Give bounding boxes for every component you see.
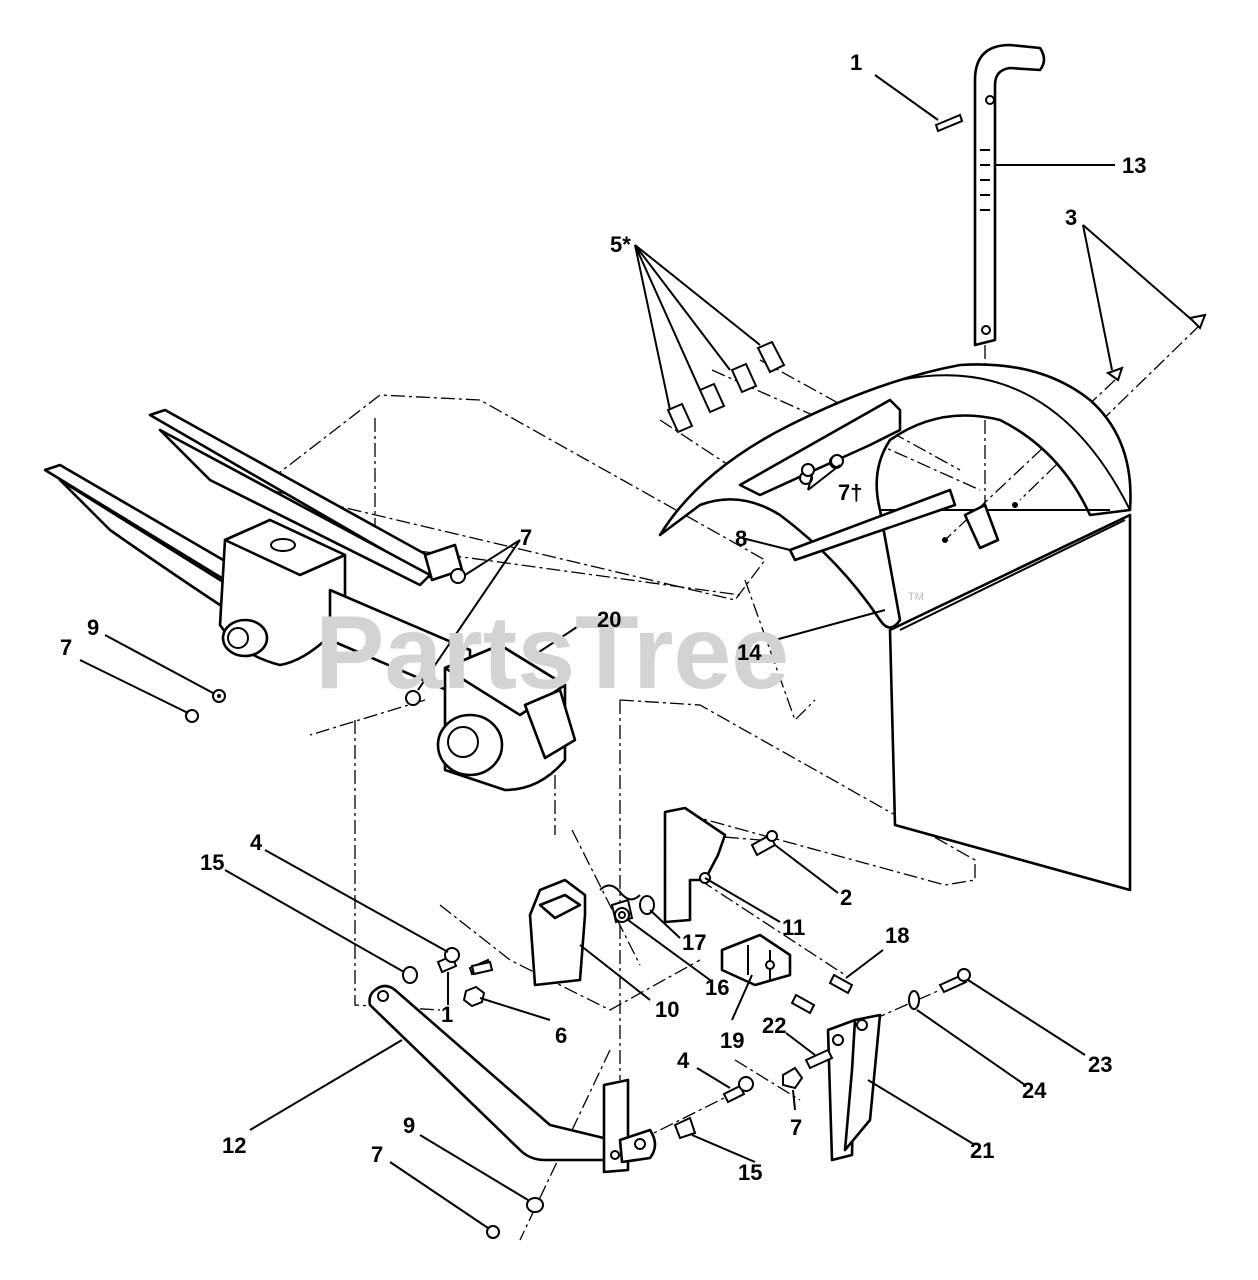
callout-5: 5* [610, 232, 631, 257]
callout-labels: 1 13 5* 3 7 7† 8 20 14 9 7 4 15 1 2 11 1… [60, 50, 1146, 1185]
washer-9-nut-7-bottom [486, 1197, 544, 1239]
callout-1-bottom: 1 [441, 1002, 453, 1027]
nut-6 [462, 985, 486, 1008]
spacer-15-bolt-4-bottom [673, 1076, 754, 1140]
callout-7-bottom-left: 7 [371, 1142, 383, 1167]
leader-lines [79, 74, 1193, 1229]
tine-hood-shield [658, 363, 1132, 892]
callout-23: 23 [1088, 1052, 1112, 1077]
callout-4-mid: 4 [250, 830, 263, 855]
watermark: PartsTree TM [315, 591, 924, 711]
callout-6: 6 [555, 1023, 567, 1048]
nuts-7-frame [185, 454, 844, 723]
callout-7-bottom-mid: 7 [790, 1115, 802, 1140]
callout-9-bottom: 9 [403, 1113, 415, 1138]
height-adjust-handle [973, 43, 1046, 347]
watermark-text: PartsTree [315, 595, 789, 711]
callout-7-left: 7 [60, 635, 72, 660]
pin-1-lower [470, 960, 494, 976]
gear-case-20 [436, 643, 577, 792]
callout-19: 19 [720, 1028, 744, 1053]
depth-bar-12 [368, 984, 657, 1174]
trademark-symbol: TM [908, 591, 924, 603]
callout-2: 2 [840, 885, 852, 910]
callout-1-top: 1 [850, 50, 862, 75]
transmission-housing [218, 518, 472, 702]
callout-24: 24 [1022, 1078, 1047, 1103]
pin-22-nut-7-bolt-23-washer-24 [782, 968, 971, 1090]
callout-7-top: 7 [520, 525, 532, 550]
bolts-3 [1105, 313, 1207, 382]
bolts-5 [666, 340, 786, 434]
bolt-2 [750, 830, 778, 857]
bracket-10 [528, 878, 587, 987]
callout-13: 13 [1122, 153, 1146, 178]
callout-7-dagger: 7† [838, 480, 862, 505]
callout-21: 21 [970, 1138, 994, 1163]
pin-1-top [934, 113, 964, 133]
callout-10: 10 [655, 997, 679, 1022]
callout-11: 11 [782, 915, 805, 940]
callout-15-mid: 15 [200, 850, 224, 875]
callout-18: 18 [885, 923, 909, 948]
depth-stake-21 [826, 1013, 882, 1162]
callout-9-left: 9 [87, 615, 99, 640]
callout-16: 16 [705, 975, 729, 1000]
callout-15-bottom: 15 [738, 1160, 762, 1185]
callout-4-bottom: 4 [677, 1048, 690, 1073]
spring-17 [599, 884, 641, 924]
callout-14: 14 [737, 640, 762, 665]
callout-17: 17 [682, 930, 706, 955]
callout-20: 20 [597, 607, 621, 632]
bracket-11 [663, 806, 727, 924]
callout-3: 3 [1065, 205, 1077, 230]
callout-22: 22 [762, 1013, 786, 1038]
bolts-18 [790, 973, 854, 1015]
bracket-19 [720, 933, 792, 987]
callout-8: 8 [735, 526, 747, 551]
callout-12: 12 [222, 1133, 246, 1158]
